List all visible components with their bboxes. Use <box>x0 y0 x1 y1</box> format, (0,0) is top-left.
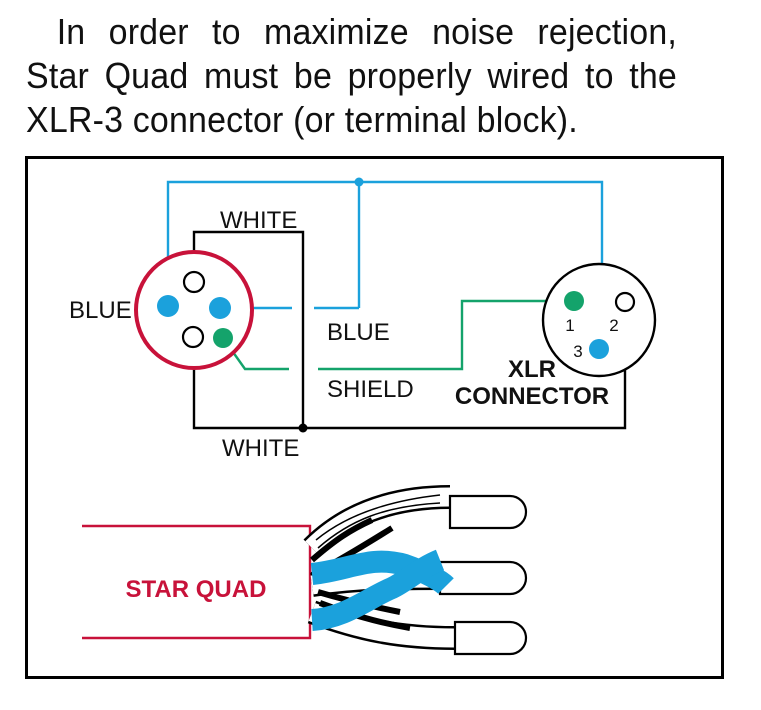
diagram-frame <box>25 156 724 679</box>
white-pin-top <box>182 270 206 294</box>
label-xlr: XLR <box>508 356 556 383</box>
star-quad-connector <box>134 250 254 370</box>
xlr-pin-3 <box>589 339 609 359</box>
blue-junction-dot <box>354 177 364 187</box>
label-star-quad: STAR QUAD <box>126 576 267 603</box>
blue-pin-left <box>157 295 179 317</box>
label-white-bottom: WHITE <box>222 435 299 462</box>
conductor-top <box>303 485 528 557</box>
white-junction-dot <box>298 423 308 433</box>
xlr-connector <box>541 262 657 378</box>
label-pin-2: 2 <box>609 316 618 335</box>
xlr-pin-1 <box>564 291 584 311</box>
label-shield: SHIELD <box>327 376 414 403</box>
label-blue-left: BLUE <box>69 297 132 324</box>
cable-illustration <box>82 485 528 656</box>
shield-pin <box>213 328 233 348</box>
blue-pin-right <box>209 297 231 319</box>
blue-twisted-pair <box>310 549 454 631</box>
xlr-pin-2 <box>614 291 636 313</box>
label-connector: CONNECTOR <box>455 383 609 410</box>
cable-jacket <box>82 524 312 640</box>
white-pin-bottom <box>181 325 205 349</box>
label-blue-mid: BLUE <box>327 319 390 346</box>
intro-paragraph: In order to maximize noise rejection, St… <box>26 11 677 140</box>
label-white-top: WHITE <box>220 207 297 234</box>
label-pin-3: 3 <box>573 342 582 361</box>
label-pin-1: 1 <box>565 316 574 335</box>
